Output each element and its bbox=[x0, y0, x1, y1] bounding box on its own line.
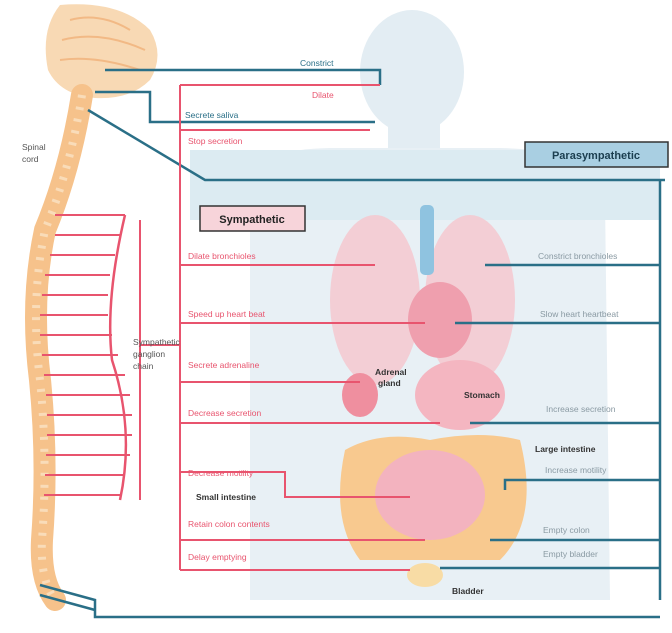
parasympathetic-title: Parasympathetic bbox=[552, 150, 640, 162]
stomach-label: Stomach bbox=[464, 390, 500, 400]
para-effect-empty-bladder: Empty bladder bbox=[543, 549, 598, 559]
left-lung bbox=[330, 215, 420, 385]
heart bbox=[408, 282, 472, 358]
large-intestine-label: Large intestine bbox=[535, 444, 596, 454]
parasympathetic-box: Parasympathetic bbox=[525, 142, 668, 167]
para-effect-empty-colon: Empty colon bbox=[543, 525, 590, 535]
symp-effect-decrease-motility: Decrease motility bbox=[188, 468, 254, 478]
para-effect-secrete-saliva: Secrete saliva bbox=[185, 110, 239, 120]
adrenal-label-1: Adrenal bbox=[375, 367, 407, 377]
para-effect-constrict-bronchioles: Constrict bronchioles bbox=[538, 251, 617, 261]
spinal-cord-label-1: Spinal bbox=[22, 142, 46, 152]
trachea bbox=[420, 205, 434, 275]
small-intestine-label: Small intestine bbox=[196, 492, 256, 502]
symp-effect-decrease-secretion: Decrease secretion bbox=[188, 408, 262, 418]
adrenal-label-2: gland bbox=[378, 378, 401, 388]
symp-effect-retain-colon: Retain colon contents bbox=[188, 519, 270, 529]
para-effect-increase-motility: Increase motility bbox=[545, 465, 607, 475]
para-effect-slow-heart: Slow heart heartbeat bbox=[540, 309, 619, 319]
bladder-organ bbox=[407, 563, 443, 587]
symp-effect-dilate-bronchioles: Dilate bronchioles bbox=[188, 251, 256, 261]
symp-effect-delay-emptying: Delay emptying bbox=[188, 552, 247, 562]
para-effect-increase-secretion: Increase secretion bbox=[546, 404, 616, 414]
symp-effect-dilate: Dilate bbox=[312, 90, 334, 100]
spinal-cord-label-2: cord bbox=[22, 154, 39, 164]
ganglion-chain-label-1: Sympathetic bbox=[133, 337, 181, 347]
symp-effect-speed-heart: Speed up heart beat bbox=[188, 309, 266, 319]
sympathetic-box: Sympathetic bbox=[200, 206, 305, 231]
symp-effect-secrete-adrenaline: Secrete adrenaline bbox=[188, 360, 260, 370]
ganglion-chain-label-3: chain bbox=[133, 361, 154, 371]
adrenal-organ bbox=[342, 373, 378, 417]
sympathetic-title: Sympathetic bbox=[219, 214, 284, 226]
ganglion-chain-label-2: ganglion bbox=[133, 349, 165, 359]
bladder-label: Bladder bbox=[452, 586, 484, 596]
symp-effect-stop-secretion: Stop secretion bbox=[188, 136, 243, 146]
ganglion-chain-line bbox=[110, 215, 126, 500]
small-intestine-organ bbox=[375, 450, 485, 540]
para-effect-constrict: Constrict bbox=[300, 58, 334, 68]
